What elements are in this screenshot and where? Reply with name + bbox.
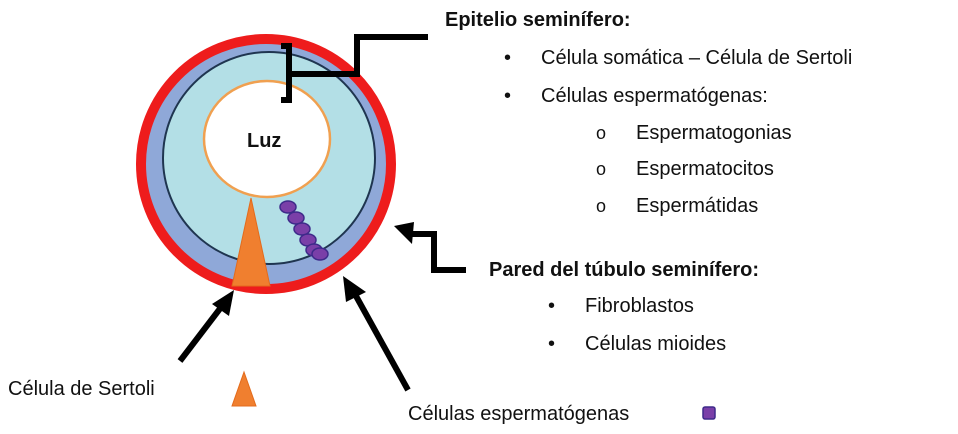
sertoli-cell xyxy=(231,197,271,287)
wall-title: Pared del túbulo seminífero: xyxy=(489,259,760,281)
wall-item: Células mioides xyxy=(548,332,726,356)
epithelium-subitem: Espermatocitos xyxy=(596,157,774,181)
lumen-label: Luz xyxy=(247,130,282,152)
sertoli-legend-icon xyxy=(231,370,257,407)
germ-cells xyxy=(279,200,329,261)
lumen xyxy=(202,79,332,199)
epithelium-subitem: Espermátidas xyxy=(596,194,758,218)
germ-arrow-line xyxy=(353,294,411,392)
epithelium-item: Células espermatógenas: xyxy=(504,84,768,108)
epithelium-title: Epitelio seminífero: xyxy=(445,9,631,31)
germ-cell xyxy=(293,222,311,236)
germ-cell xyxy=(287,211,305,225)
epithelium-item: Célula somática – Célula de Sertoli xyxy=(504,46,852,70)
germ-arrowhead xyxy=(343,276,366,302)
germ-cell-legend-label: Células espermatógenas xyxy=(408,403,630,425)
germ-cell-legend-icon xyxy=(702,406,716,420)
sertoli-legend-label: Célula de Sertoli xyxy=(8,378,155,400)
sertoli-arrowhead xyxy=(212,290,234,316)
wall-connector xyxy=(410,231,466,273)
epithelium-subitem: Espermatogonias xyxy=(596,121,792,145)
germ-cell xyxy=(279,200,297,214)
sertoli-arrow-line xyxy=(177,304,225,363)
epithelium-connector xyxy=(289,34,428,77)
wall-arrowhead xyxy=(394,222,414,244)
wall-item: Fibroblastos xyxy=(548,294,694,318)
germ-cell xyxy=(311,247,329,261)
